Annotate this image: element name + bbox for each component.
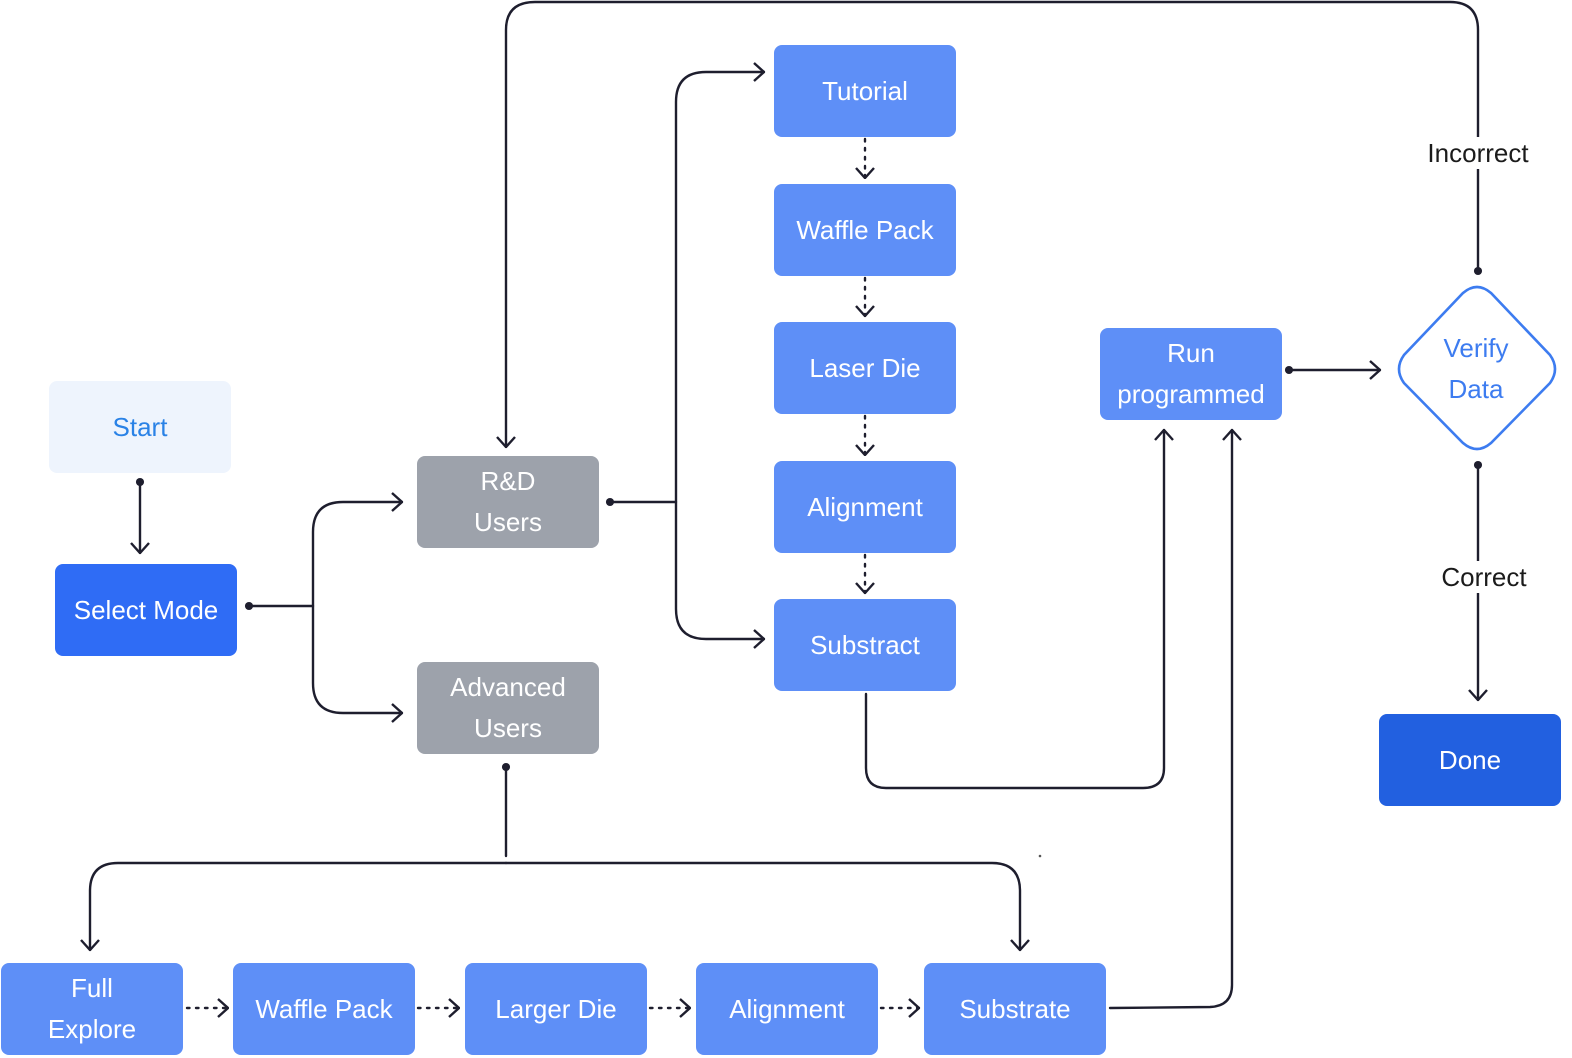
edge-select-rd [249,502,404,606]
edge-advanced-substrate [504,861,1020,952]
verify-data-diamond [1397,285,1557,451]
stray-dot [1038,854,1042,858]
edge-select-advanced [311,604,404,713]
waffle-pack-node-top[interactable]: Waffle Pack [774,184,956,276]
waffle-pack-node-bottom[interactable]: Waffle Pack [233,963,415,1055]
larger-die-node[interactable]: Larger Die [465,963,647,1055]
edge-substract-run [864,428,1164,790]
alignment-node-bottom[interactable]: Alignment [696,963,878,1055]
verify-data-label[interactable]: Verify Data [1443,333,1509,404]
incorrect-label: Incorrect [1414,137,1542,169]
full-explore-node[interactable]: Full Explore [1,963,183,1055]
start-node[interactable]: Start [49,381,231,473]
edge-rd-tutorial [610,72,766,502]
alignment-node-top[interactable]: Alignment [774,461,956,553]
done-node[interactable]: Done [1379,714,1561,806]
advanced-users-node[interactable]: Advanced Users [417,662,599,754]
run-programmed-node[interactable]: Run programmed [1100,328,1282,420]
tutorial-node[interactable]: Tutorial [774,45,956,137]
edge-rd-substract [674,500,766,639]
laser-die-node[interactable]: Laser Die [774,322,956,414]
substrate-node[interactable]: Substrate [924,963,1106,1055]
edge-advanced-full-explore [90,861,508,952]
rd-users-node[interactable]: R&D Users [417,456,599,548]
select-mode-node[interactable]: Select Mode [55,564,237,656]
substract-node[interactable]: Substract [774,599,956,691]
edge-substrate-run [1108,428,1232,1010]
edge-incorrect-loop [506,0,1478,449]
correct-label: Correct [1425,561,1543,593]
